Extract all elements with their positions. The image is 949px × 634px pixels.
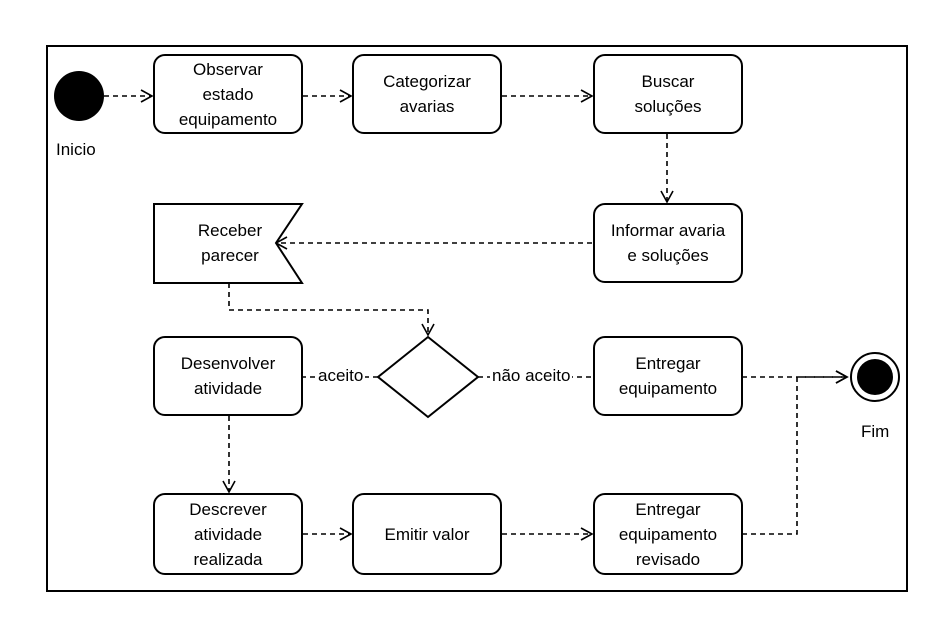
action-buscar-solucoes: Buscar soluções (593, 54, 743, 134)
action-observar-estado: Observar estado equipamento (153, 54, 303, 134)
action-entregar-equipamento: Entregar equipamento (593, 336, 743, 416)
action-entregar-revisado: Entregar equipamento revisado (593, 493, 743, 575)
guard-aceito: aceito (316, 366, 366, 386)
label-fim: Fim (861, 422, 890, 442)
action-categorizar-avarias: Categorizar avarias (352, 54, 502, 134)
initial-node (54, 71, 104, 121)
final-node-inner (857, 359, 893, 395)
decision-node (376, 335, 480, 419)
edge-entregar-revisado-fim (742, 370, 849, 535)
receive-signal-shape (153, 203, 304, 284)
edge-receber-decision (228, 283, 435, 337)
signal-receber-parecer: Receber parecer (197, 221, 263, 265)
diagram-frame (46, 45, 908, 592)
action-informar-avaria: Informar avaria e soluções (593, 203, 743, 283)
guard-nao-aceito: não aceito (490, 366, 573, 386)
action-emitir-valor: Emitir valor (352, 493, 502, 575)
label-inicio: Inicio (56, 140, 96, 160)
action-desenvolver-atividade: Desenvolver atividade (153, 336, 303, 416)
action-descrever-atividade: Descrever atividade realizada (153, 493, 303, 575)
